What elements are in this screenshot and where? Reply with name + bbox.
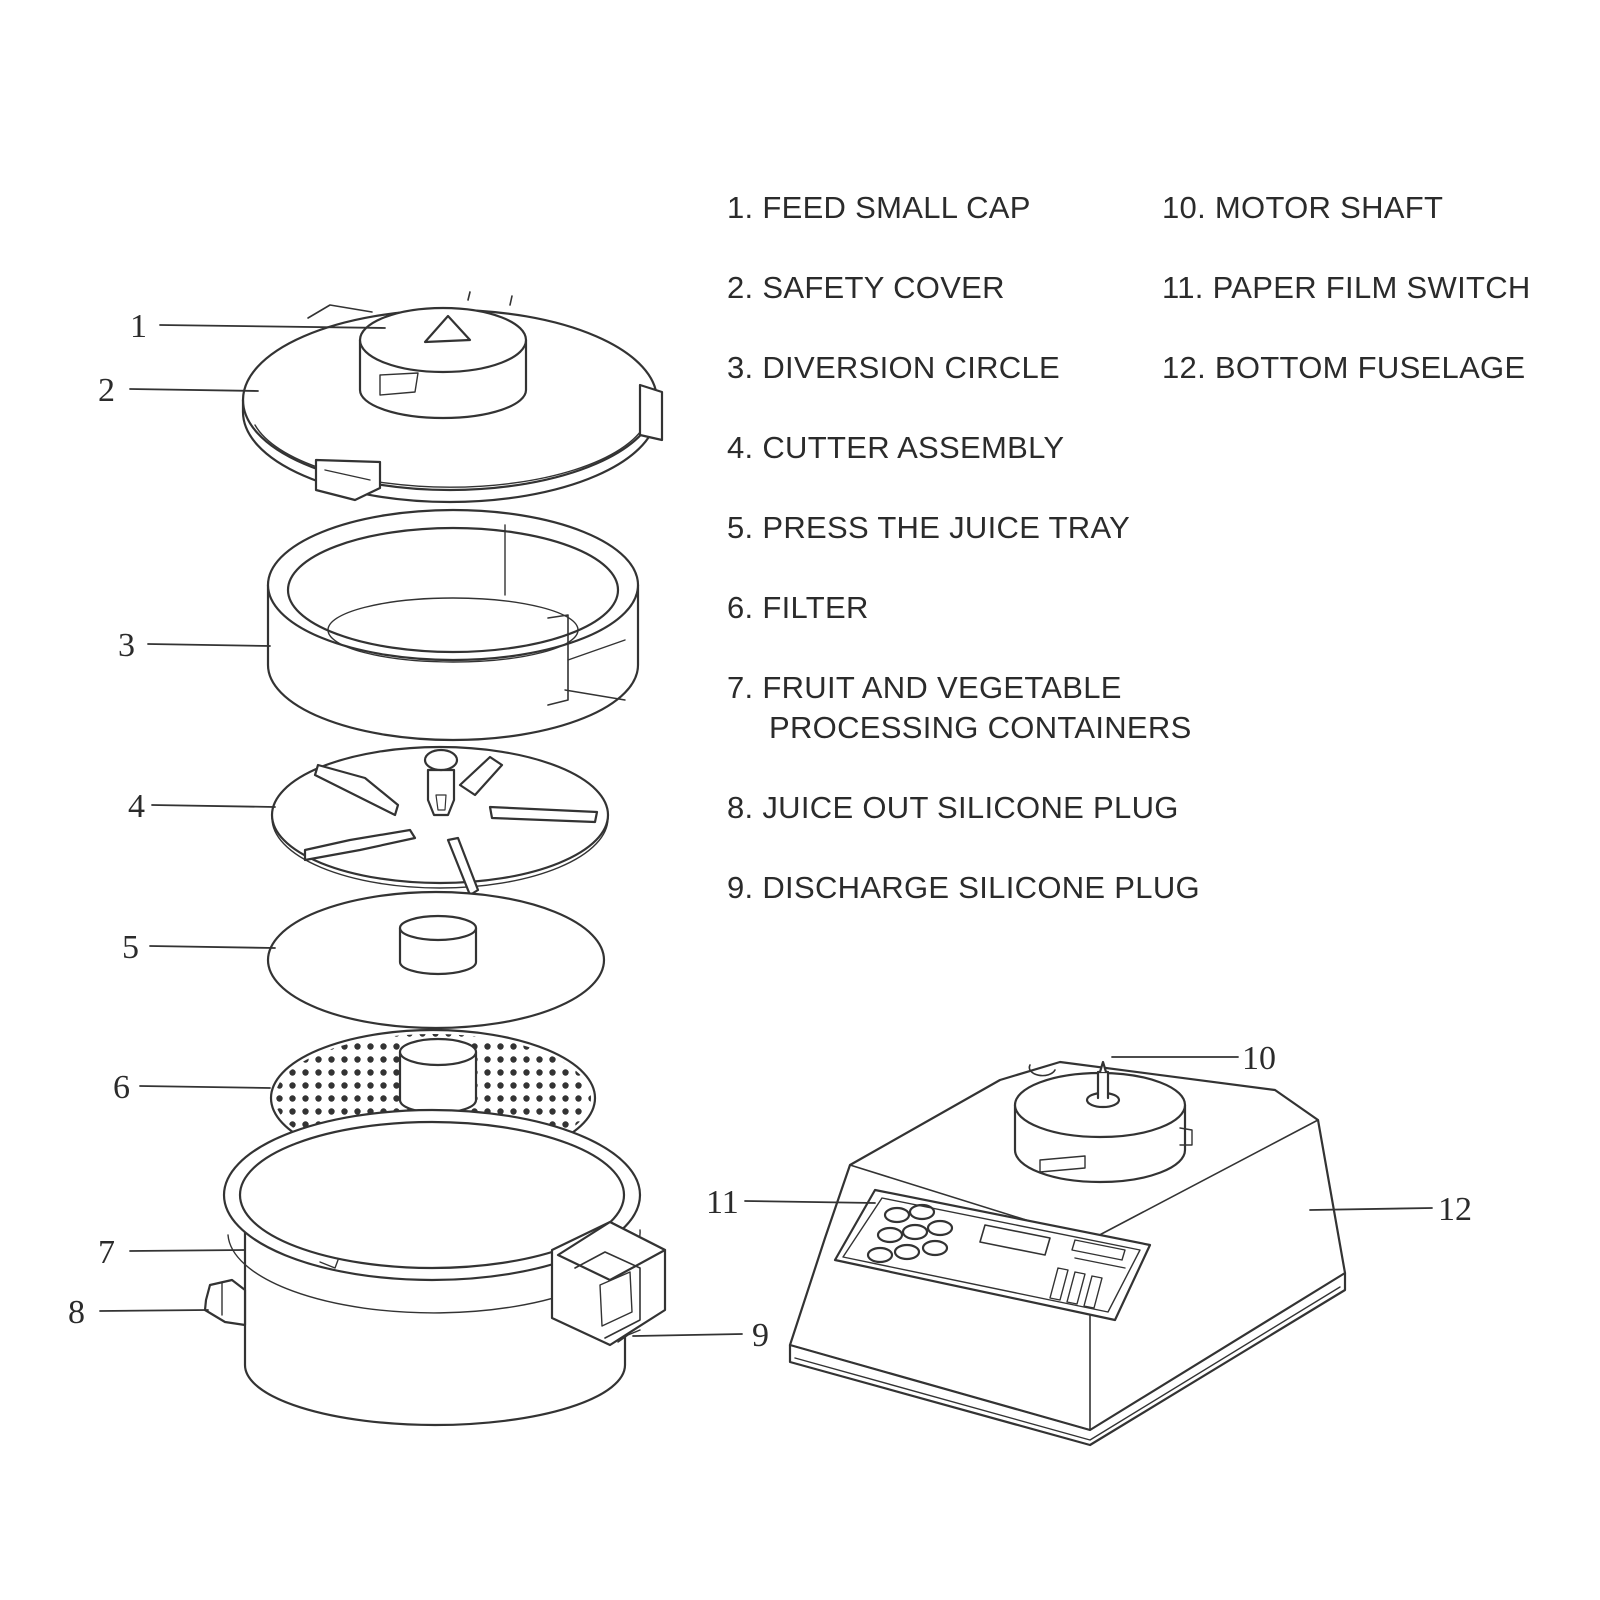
legend-item-10: 10. MOTOR SHAFT [1162, 190, 1444, 225]
legend-item-11: 11. PAPER FILM SWITCH [1162, 270, 1531, 305]
callout-3: 3 [118, 627, 135, 664]
motor-housing [1013, 1060, 1193, 1184]
callout-numbers: 1 2 3 4 5 6 7 8 9 10 11 12 [68, 308, 1472, 1354]
callout-11: 11 [706, 1184, 739, 1221]
callout-10: 10 [1242, 1040, 1276, 1077]
callout-2: 2 [98, 372, 115, 409]
legend-item-4: 4. CUTTER ASSEMBLY [727, 430, 1065, 465]
processing-container [203, 1108, 667, 1427]
feed-small-cap [358, 306, 528, 420]
callout-6: 6 [113, 1069, 130, 1106]
cutter-assembly [270, 745, 610, 897]
legend-item-12: 12. BOTTOM FUSELAGE [1162, 350, 1526, 385]
diversion-circle [266, 508, 640, 742]
legend-item-6: 6. FILTER [727, 590, 869, 625]
legend-item-2: 2. SAFETY COVER [727, 270, 1005, 305]
leader-lines [99, 324, 1433, 1337]
press-juice-tray [266, 890, 606, 1030]
legend-item-7: 7. FRUIT AND VEGETABLE PROCESSING CONTAI… [727, 670, 1192, 745]
legend-item-8: 8. JUICE OUT SILICONE PLUG [727, 790, 1179, 825]
legend-item-3: 3. DIVERSION CIRCLE [727, 350, 1061, 385]
legend-item-9: 9. DISCHARGE SILICONE PLUG [727, 870, 1200, 905]
callout-12: 12 [1438, 1191, 1472, 1228]
callout-1: 1 [130, 308, 147, 345]
callout-5: 5 [122, 929, 139, 966]
control-panel [833, 1188, 1152, 1322]
legend-item-1: 1. FEED SMALL CAP [727, 190, 1031, 225]
callout-8: 8 [68, 1294, 85, 1331]
legend-item-5: 5. PRESS THE JUICE TRAY [727, 510, 1131, 545]
callout-9: 9 [752, 1317, 769, 1354]
callout-7: 7 [98, 1234, 115, 1271]
callout-4: 4 [128, 788, 145, 825]
